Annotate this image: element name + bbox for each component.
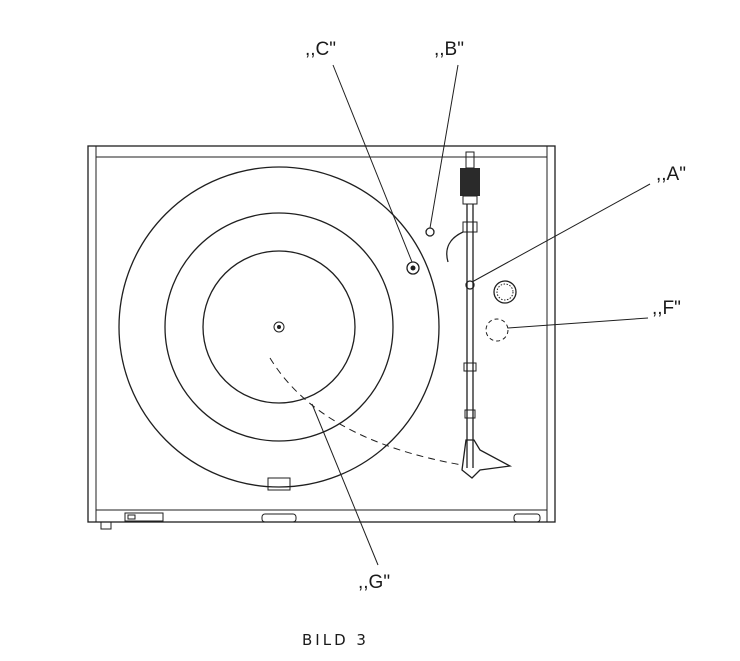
turntable-base [87, 145, 556, 530]
tonearm-sweep-arc [269, 357, 463, 466]
tonearm [446, 151, 513, 479]
label-a: ,,A" [656, 164, 686, 185]
label-b: ,,B" [434, 39, 464, 60]
label-c: ,,C" [305, 39, 336, 60]
speed-dial [493, 280, 517, 304]
label-f: ,,F" [652, 298, 681, 319]
control-b [425, 227, 435, 237]
leader-lines [311, 64, 651, 566]
figure-caption: BILD 3 [302, 631, 369, 649]
control-c [406, 261, 420, 275]
control-a [465, 280, 475, 290]
platter [118, 166, 440, 488]
label-g: ,,G" [358, 572, 390, 593]
control-f [485, 318, 509, 342]
